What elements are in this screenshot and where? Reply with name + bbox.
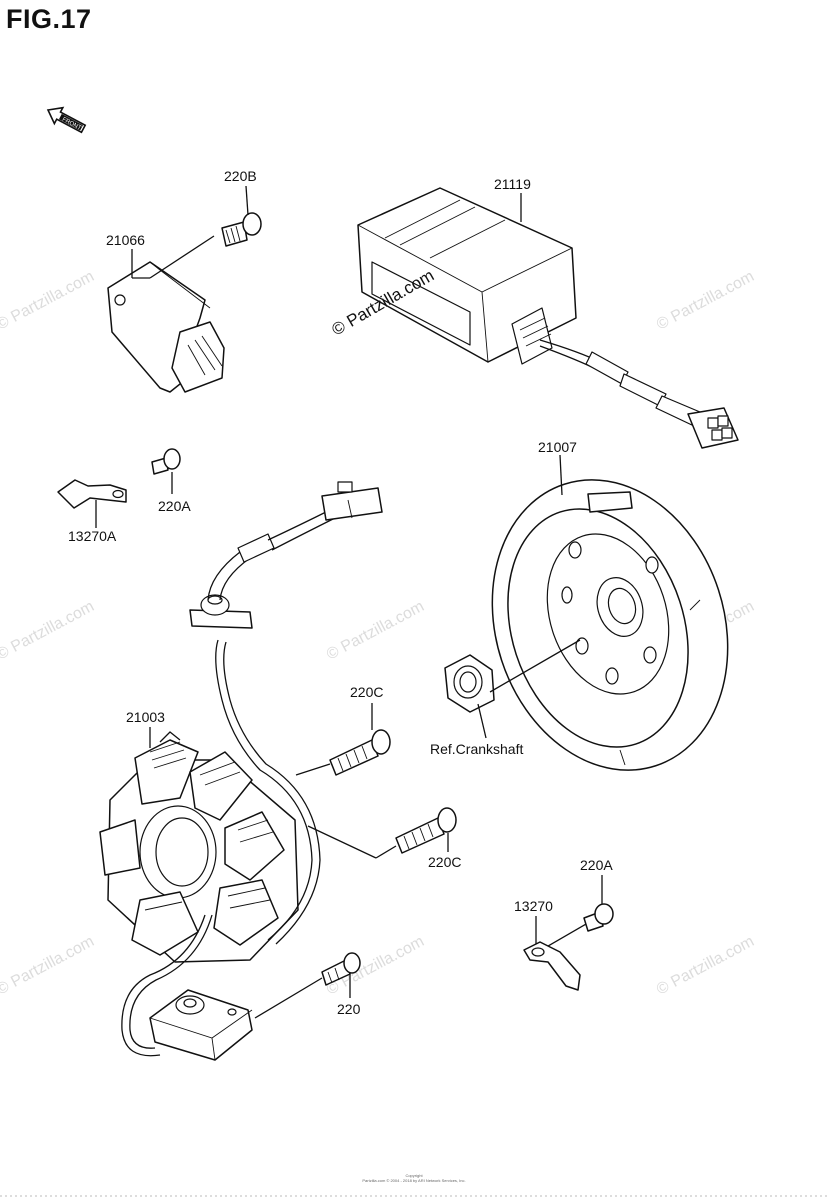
callout-220b: 220B bbox=[224, 168, 257, 184]
front-arrow-icon: FRONT bbox=[46, 106, 87, 134]
bolt-220c-lower bbox=[395, 807, 457, 854]
watermark: © Partzilla.com bbox=[0, 933, 97, 999]
footer-line-2: Partzilla.com © 2004 - 2018 by ARI Netwo… bbox=[362, 1178, 465, 1183]
leader-lines bbox=[95, 185, 603, 1019]
stator-harness bbox=[121, 481, 383, 1057]
callout-21066: 21066 bbox=[106, 232, 145, 248]
part-21119-regulator bbox=[357, 187, 739, 449]
callout-13270: 13270 bbox=[514, 898, 553, 914]
bracket-13270 bbox=[523, 941, 581, 991]
watermark: © Partzilla.com bbox=[0, 268, 97, 334]
part-21066 bbox=[107, 261, 225, 393]
callout-21007: 21007 bbox=[538, 439, 577, 455]
bolt-220a-right bbox=[583, 903, 614, 932]
footer: Copyright Partzilla.com © 2004 - 2018 by… bbox=[0, 1173, 828, 1197]
figure-title: FIG.17 bbox=[6, 4, 92, 34]
callout-220: 220 bbox=[337, 1001, 361, 1017]
callout-21119: 21119 bbox=[494, 176, 531, 192]
bolt-220a-left bbox=[151, 448, 181, 475]
callouts: 220B 21119 21066 21007 220A 13270A 220C … bbox=[68, 168, 613, 1017]
callout-ref-crankshaft: Ref.Crankshaft bbox=[430, 741, 523, 757]
callout-220a-right: 220A bbox=[580, 857, 613, 873]
part-21007-flywheel bbox=[491, 479, 729, 771]
callout-220c-upper: 220C bbox=[350, 684, 383, 700]
bracket-13270a bbox=[57, 479, 127, 509]
part-21003-stator bbox=[99, 731, 299, 963]
bolt-220c-upper bbox=[329, 729, 391, 776]
flywheel-nut bbox=[444, 654, 495, 713]
watermark: © Partzilla.com bbox=[654, 268, 757, 334]
callout-21003: 21003 bbox=[126, 709, 165, 725]
watermark: © Partzilla.com bbox=[324, 598, 427, 664]
watermark: © Partzilla.com bbox=[654, 933, 757, 999]
footer-line-1: Copyright bbox=[405, 1173, 423, 1178]
pickup-coil bbox=[149, 989, 253, 1061]
bolt-220b bbox=[221, 212, 262, 247]
callout-13270a: 13270A bbox=[68, 528, 117, 544]
callout-220c-lower: 220C bbox=[428, 854, 461, 870]
watermark: © Partzilla.com bbox=[0, 598, 97, 664]
callout-220a-left: 220A bbox=[158, 498, 191, 514]
